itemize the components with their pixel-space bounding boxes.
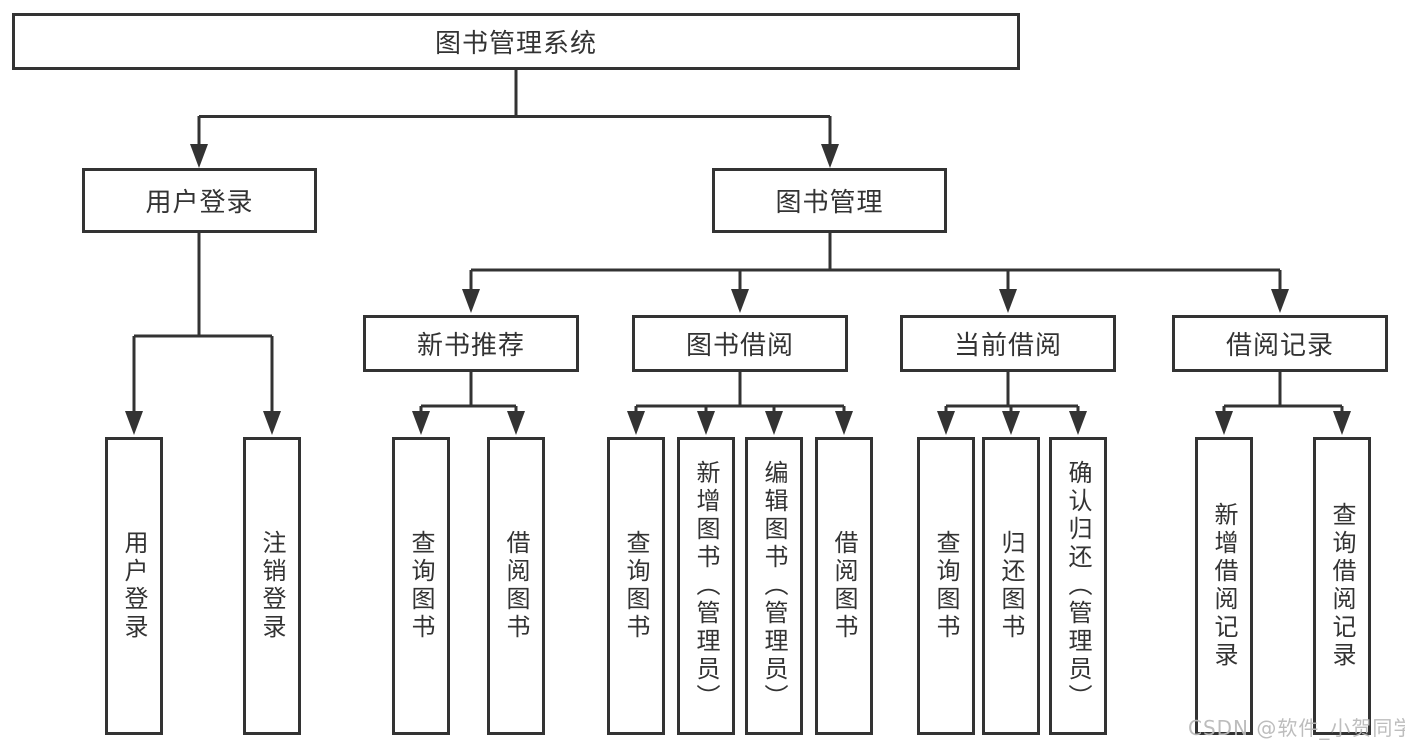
node-book-borrow-label: 图书借阅 (685, 331, 794, 361)
node-current-borrow: 当前借阅 (900, 315, 1116, 372)
node-current-borrow-label: 当前借阅 (953, 331, 1062, 361)
node-root: 图书管理系统 (12, 13, 1020, 70)
node-borrow-record: 借阅记录 (1172, 315, 1388, 372)
leaf-record-add-borrow-record: 新增借阅记录 (1195, 437, 1253, 735)
leaf-borrow-borrow-books: 借阅图书 (815, 437, 873, 735)
leaf-borrow-query-books-label: 查询图书 (622, 530, 650, 642)
leaf-borrow-add-books-admin-label: 新增图书（管理员） (692, 460, 720, 712)
csdn-watermark: CSDN @软件_小贺同学 (1188, 716, 1405, 740)
node-new-book-recommend-label: 新书推荐 (416, 331, 525, 361)
node-user-login-label: 用户登录 (145, 188, 254, 218)
leaf-current-return-books-label: 归还图书 (997, 530, 1025, 642)
leaf-record-add-borrow-record-label: 新增借阅记录 (1210, 502, 1238, 670)
node-new-book-recommend: 新书推荐 (363, 315, 579, 372)
arrowheads (125, 144, 1351, 435)
leaf-current-return-books: 归还图书 (982, 437, 1040, 735)
node-user-login: 用户登录 (82, 168, 317, 233)
leaf-record-query-borrow-record-label: 查询借阅记录 (1328, 502, 1356, 670)
leaf-logout-label: 注销登录 (258, 530, 286, 642)
leaf-user-login: 用户登录 (105, 437, 163, 735)
leaf-borrow-add-books-admin: 新增图书（管理员） (677, 437, 735, 735)
leaf-newbook-borrow-books: 借阅图书 (487, 437, 545, 735)
leaf-current-confirm-return-admin: 确认归还（管理员） (1049, 437, 1107, 735)
node-book-borrow: 图书借阅 (632, 315, 848, 372)
node-book-management: 图书管理 (712, 168, 947, 233)
leaf-borrow-borrow-books-label: 借阅图书 (830, 530, 858, 642)
node-root-label: 图书管理系统 (434, 29, 597, 59)
leaf-newbook-query-books-label: 查询图书 (407, 530, 435, 642)
leaf-borrow-query-books: 查询图书 (607, 437, 665, 735)
leaf-user-login-label: 用户登录 (120, 530, 148, 642)
leaf-borrow-edit-books-admin-label: 编辑图书（管理员） (760, 460, 788, 712)
leaf-current-query-books: 查询图书 (917, 437, 975, 735)
leaf-current-query-books-label: 查询图书 (932, 530, 960, 642)
node-borrow-record-label: 借阅记录 (1225, 331, 1334, 361)
leaf-borrow-edit-books-admin: 编辑图书（管理员） (745, 437, 803, 735)
leaf-record-query-borrow-record: 查询借阅记录 (1313, 437, 1371, 735)
leaf-newbook-borrow-books-label: 借阅图书 (502, 530, 530, 642)
leaf-current-confirm-return-admin-label: 确认归还（管理员） (1064, 460, 1092, 712)
leaf-newbook-query-books: 查询图书 (392, 437, 450, 735)
node-book-management-label: 图书管理 (775, 188, 884, 218)
leaf-logout: 注销登录 (243, 437, 301, 735)
